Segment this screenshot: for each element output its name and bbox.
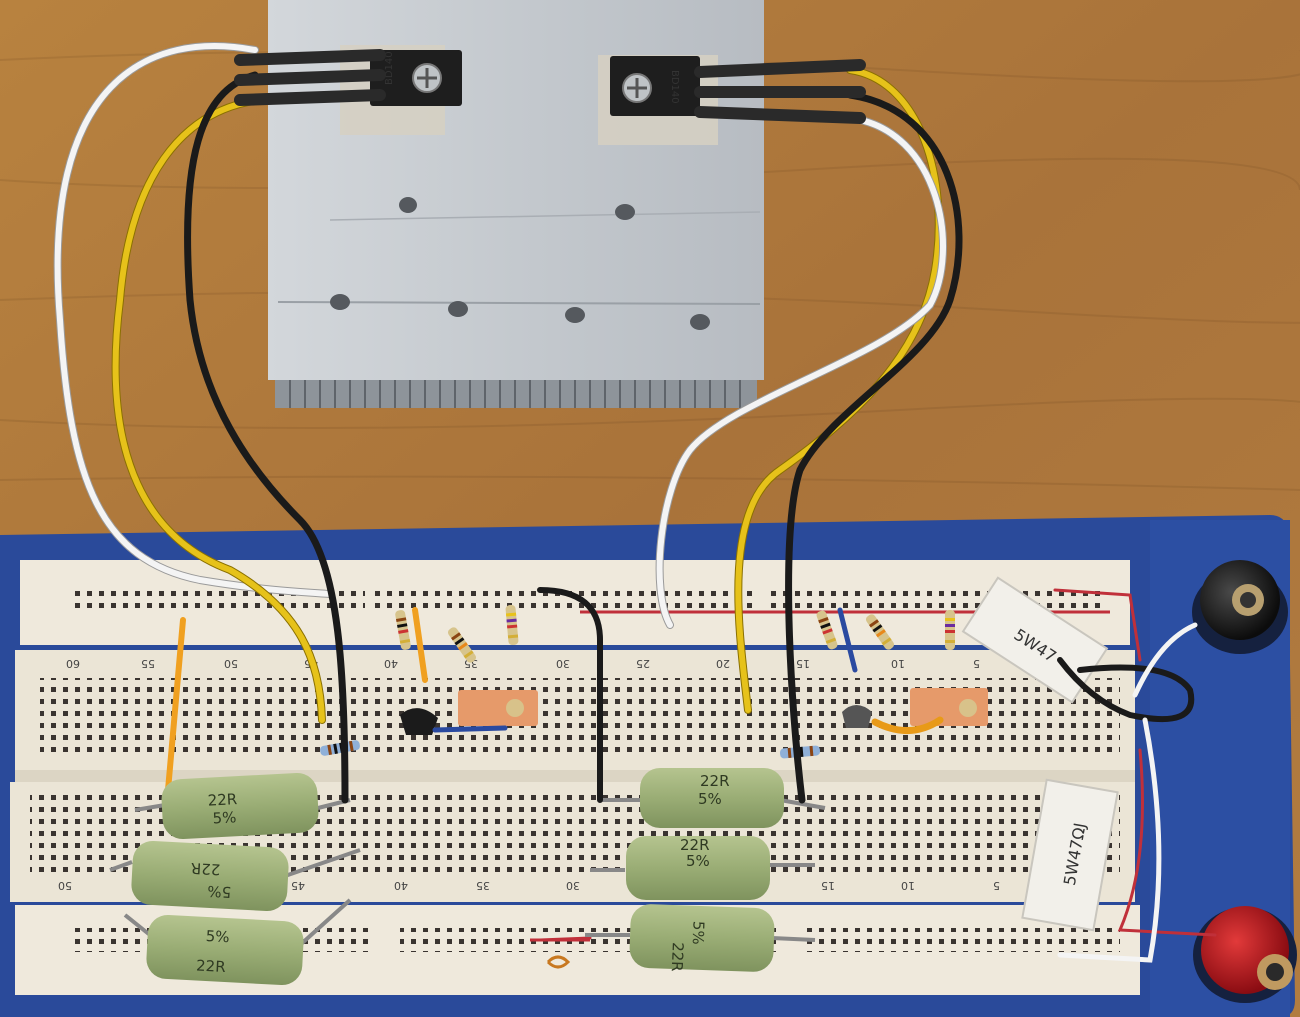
row-number: 50 [58,879,72,892]
small-resistor [866,614,894,650]
transistor-right: BD140 [610,56,700,116]
heatsink-holes [330,197,710,330]
coil-lead [546,955,571,969]
small-resistors [320,604,955,759]
resistor-value: 22R [190,859,220,879]
resistor-tolerance: 5% [698,790,722,808]
binding-post-black [1192,560,1288,654]
resistor-tolerance: 5% [207,882,232,901]
trimmer-left [458,690,538,726]
row-number: 20 [716,657,730,670]
resistor-value: 22R [207,790,237,810]
binding-post-red [1193,906,1297,1003]
resistor-tolerance: 5% [689,921,708,945]
row-number: 5 [993,879,1000,892]
resistor-value: 22R [680,836,710,854]
resistor-left-2: 22R 5% [109,840,361,912]
resistor-left-3: 5% 22R [123,898,352,986]
row-number: 10 [891,657,905,670]
row-number: 30 [556,657,570,670]
resistor-mid-3: 5% 22R [585,904,816,972]
resistor-value: 22R [668,942,687,972]
row-number: 40 [384,657,398,670]
resistor-value: 22R [700,772,730,790]
heatsink [268,0,764,408]
small-transistor-left [400,708,438,735]
row-number: 55 [141,657,155,670]
small-resistor [395,610,411,650]
row-number: 35 [476,879,490,892]
row-number: 50 [224,657,238,670]
row-number: 15 [796,657,810,670]
transistor-right-label: BD140 [669,70,680,104]
transistor-left: BD140 [370,50,462,106]
resistor-left-1: 22R 5% [134,772,351,840]
resistor-tolerance: 5% [686,852,710,870]
row-number: 40 [394,879,408,892]
power-wires [53,42,1198,963]
resistor-tolerance: 5% [212,808,237,827]
row-number: 60 [66,657,80,670]
transistor-left-label: BD140 [384,51,395,85]
row-number: 45 [291,879,305,892]
row-number: 25 [636,657,650,670]
resistor-mid-2: 22R 5% [590,836,815,900]
short-jumpers [165,588,1217,942]
small-resistor [945,610,955,650]
row-number: 10 [901,879,915,892]
resistor-value: 22R [196,957,226,977]
power-resistor-bottom: 5W47ΩJ [1021,778,1119,932]
small-resistor [505,604,519,646]
small-resistor [816,610,838,650]
row-number: 15 [821,879,835,892]
row-number: 30 [566,879,580,892]
small-resistor [448,627,476,663]
small-transistor-right [842,705,872,728]
resistor-tolerance: 5% [205,927,230,946]
resistor-mid-1: 22R 5% [600,768,826,828]
row-number: 5 [973,657,980,670]
